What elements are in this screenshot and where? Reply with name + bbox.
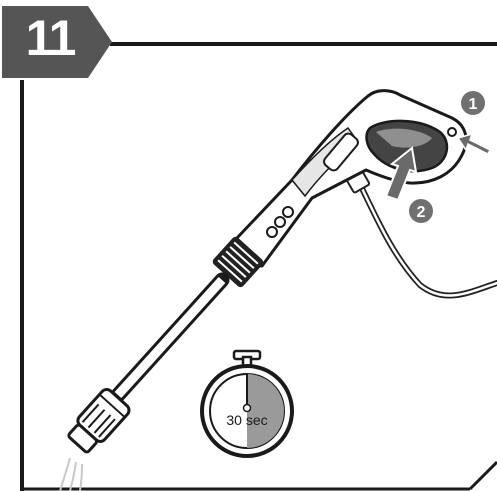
callout-2-circle (409, 199, 433, 223)
water-spray (59, 457, 83, 491)
spray-gun-illustration (212, 89, 468, 288)
timer-label: 30 sec (226, 412, 268, 428)
nozzle (67, 387, 131, 454)
step-badge-bg (2, 6, 112, 78)
arrow-icon (384, 132, 492, 202)
lance (110, 272, 230, 403)
grip-buttons (266, 206, 294, 238)
step-badge: 11 (0, 0, 114, 78)
callout-1-label: 1 (469, 96, 478, 113)
hose (355, 177, 497, 299)
stopwatch-icon (200, 349, 294, 458)
callout-1-circle (461, 91, 485, 115)
callout-2-label: 2 (417, 204, 426, 221)
safety-lock-button (447, 127, 457, 137)
step-frame (20, 42, 497, 491)
step-number: 11 (25, 10, 77, 66)
